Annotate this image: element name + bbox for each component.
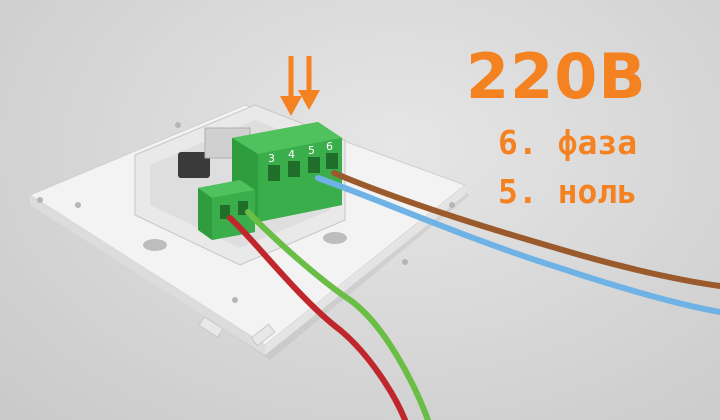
terminal-number: 3 (268, 152, 275, 165)
screw-hole (402, 259, 408, 265)
component-dark (178, 152, 210, 178)
phase-label: 6. фаза (498, 123, 638, 162)
terminal-screw-slot (288, 161, 300, 177)
terminal-screw-slot (308, 157, 320, 173)
screw-hole (37, 197, 43, 203)
plate-tab (250, 323, 276, 347)
wire-brown (331, 170, 720, 289)
plate-edge-right (265, 185, 465, 355)
terminal-number: 5 (308, 144, 315, 157)
plate-edge-left (30, 195, 265, 355)
arrow-down-icon (298, 56, 320, 110)
voltage-label: 220В (466, 40, 647, 113)
terminal-number: 6 (326, 140, 333, 153)
screw-hole (175, 122, 181, 128)
terminal-block-3-6 (232, 122, 342, 222)
neutral-label: 5. ноль (498, 172, 638, 211)
screw-hole (449, 202, 455, 208)
wire-blue (315, 175, 720, 315)
terminal-screw-slot (268, 165, 280, 181)
screw-hole (232, 297, 238, 303)
mount-slot (323, 232, 347, 244)
arrow-down-icon (280, 56, 302, 116)
wire-red (227, 215, 408, 420)
terminal-screw-slot (326, 153, 338, 169)
mount-slot (143, 239, 167, 251)
plate-tab (198, 316, 224, 338)
wire-green (245, 209, 431, 420)
terminal-screw-slot (220, 205, 230, 219)
screw-hole (75, 202, 81, 208)
terminal-screw-slot (238, 201, 248, 215)
terminal-number: 4 (288, 148, 295, 161)
